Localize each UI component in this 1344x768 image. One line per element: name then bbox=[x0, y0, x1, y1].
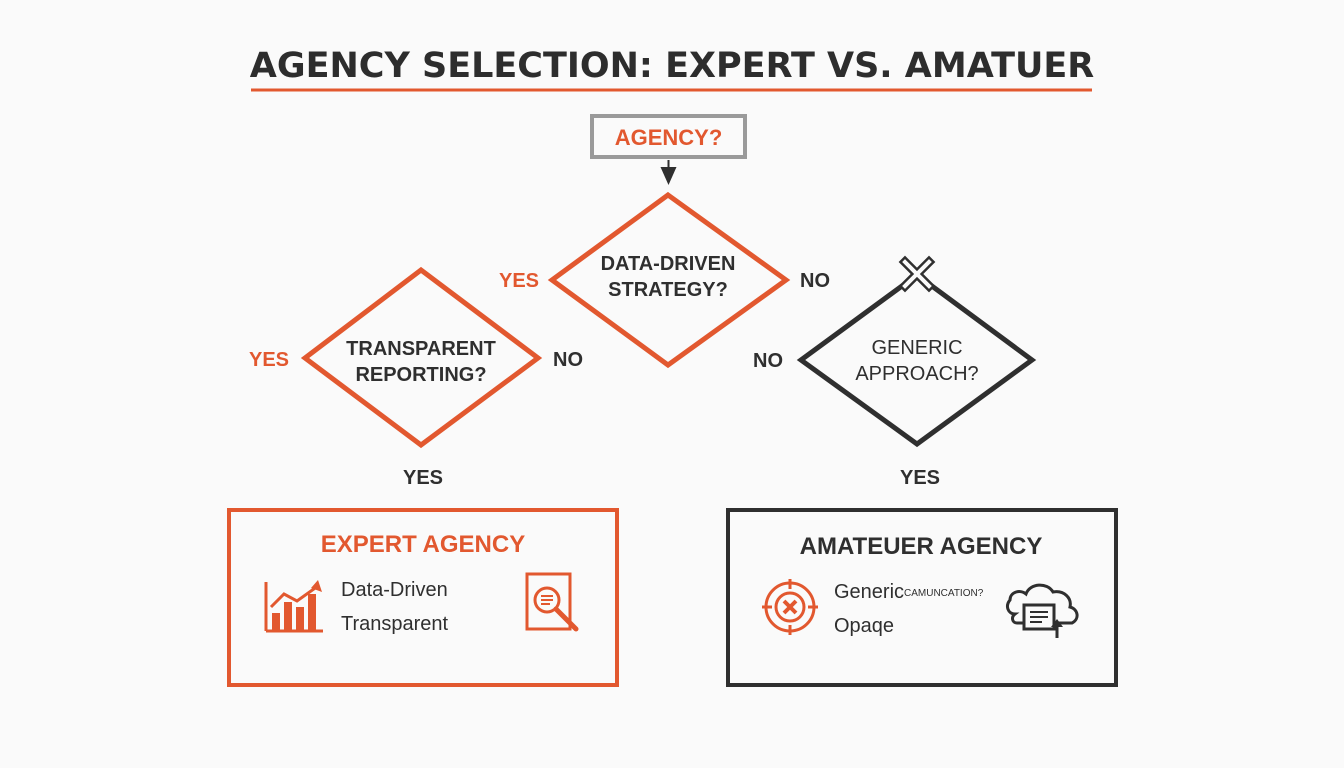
x-mark-icon bbox=[898, 255, 936, 293]
target-cross-icon bbox=[762, 579, 818, 635]
bar-chart-trend-icon bbox=[264, 580, 323, 633]
start-box-label: AGENCY? bbox=[615, 125, 723, 150]
transparent-yes-left-label: YES bbox=[249, 349, 289, 371]
amateur-item-opaqe: Opaqe bbox=[834, 615, 894, 637]
expert-agency-title: EXPERT AGENCY bbox=[321, 531, 525, 558]
expert-agency-box bbox=[227, 508, 619, 687]
expert-item-data-driven: Data-Driven bbox=[341, 579, 448, 601]
amateur-agency-box bbox=[726, 508, 1118, 687]
amateur-item-generic-suffix: CAMUNCATION? bbox=[904, 588, 984, 599]
generic-approach-decision-diamond bbox=[796, 271, 1037, 448]
transparent-reporting-decision-diamond bbox=[300, 266, 543, 449]
cloud-document-icon bbox=[1006, 583, 1079, 638]
generic-no-left-label: NO bbox=[753, 350, 783, 372]
data-driven-yes-label: YES bbox=[499, 270, 539, 292]
transparent-reporting-line2: REPORTING? bbox=[355, 364, 486, 386]
transparent-reporting-line1: TRANSPARENT bbox=[346, 338, 496, 360]
data-driven-decision-diamond bbox=[547, 191, 791, 369]
generic-approach-line1: GENERIC bbox=[871, 337, 962, 359]
data-driven-line1: DATA-DRIVEN bbox=[601, 253, 736, 275]
generic-yes-bottom-label: YES bbox=[900, 467, 940, 489]
transparent-yes-bottom-label: YES bbox=[403, 467, 443, 489]
amateur-item-generic: Generic bbox=[834, 581, 904, 603]
transparent-no-right-label: NO bbox=[553, 349, 583, 371]
data-driven-no-label: NO bbox=[800, 270, 830, 292]
start-box bbox=[590, 114, 747, 159]
data-driven-line2: STRATEGY? bbox=[608, 279, 728, 301]
generic-approach-line2: APPROACH? bbox=[855, 363, 978, 385]
diagram-title: AGENCY SELECTION: EXPERT VS. AMATUER bbox=[250, 46, 1095, 86]
amateur-agency-title: AMATEUER AGENCY bbox=[800, 533, 1043, 560]
expert-item-transparent: Transparent bbox=[341, 613, 449, 635]
magnifier-report-icon bbox=[525, 572, 579, 632]
